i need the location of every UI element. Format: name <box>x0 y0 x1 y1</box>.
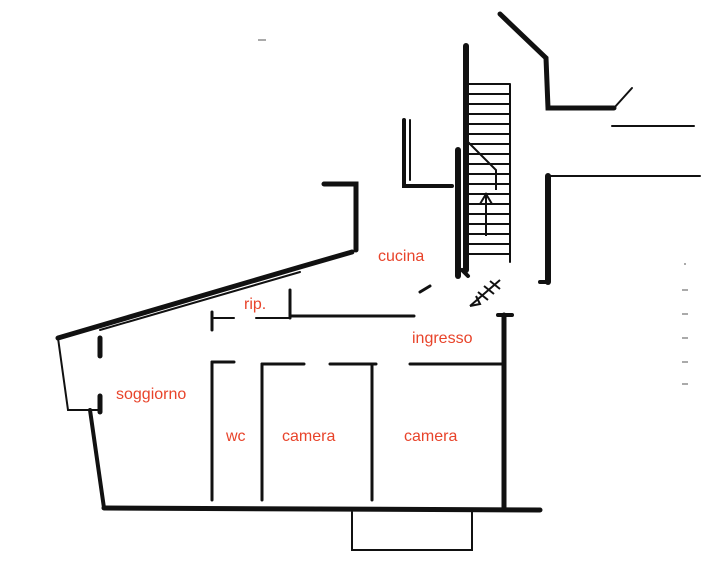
entrance-arrow-icon <box>469 279 501 307</box>
room-label-rip: rip. <box>244 296 267 313</box>
diagonal-wall-inner <box>99 271 301 331</box>
diagonal-wall <box>55 249 355 341</box>
room-label-wc: wc <box>226 428 246 445</box>
staircase <box>465 83 510 255</box>
room-label-cucina: cucina <box>378 248 425 265</box>
kitchen-wall <box>321 181 359 253</box>
room-label-ingresso: ingresso <box>412 330 473 347</box>
room-label-camera-1: camera <box>282 428 336 445</box>
walls <box>55 11 701 551</box>
room-label-soggiorno: soggiorno <box>116 386 187 403</box>
left-bay-wall <box>57 337 101 411</box>
left-wall <box>88 408 106 510</box>
balcony <box>351 511 473 551</box>
room-label-camera-2: camera <box>404 428 458 445</box>
bottom-wall <box>101 505 543 513</box>
stray-marks <box>258 39 688 385</box>
